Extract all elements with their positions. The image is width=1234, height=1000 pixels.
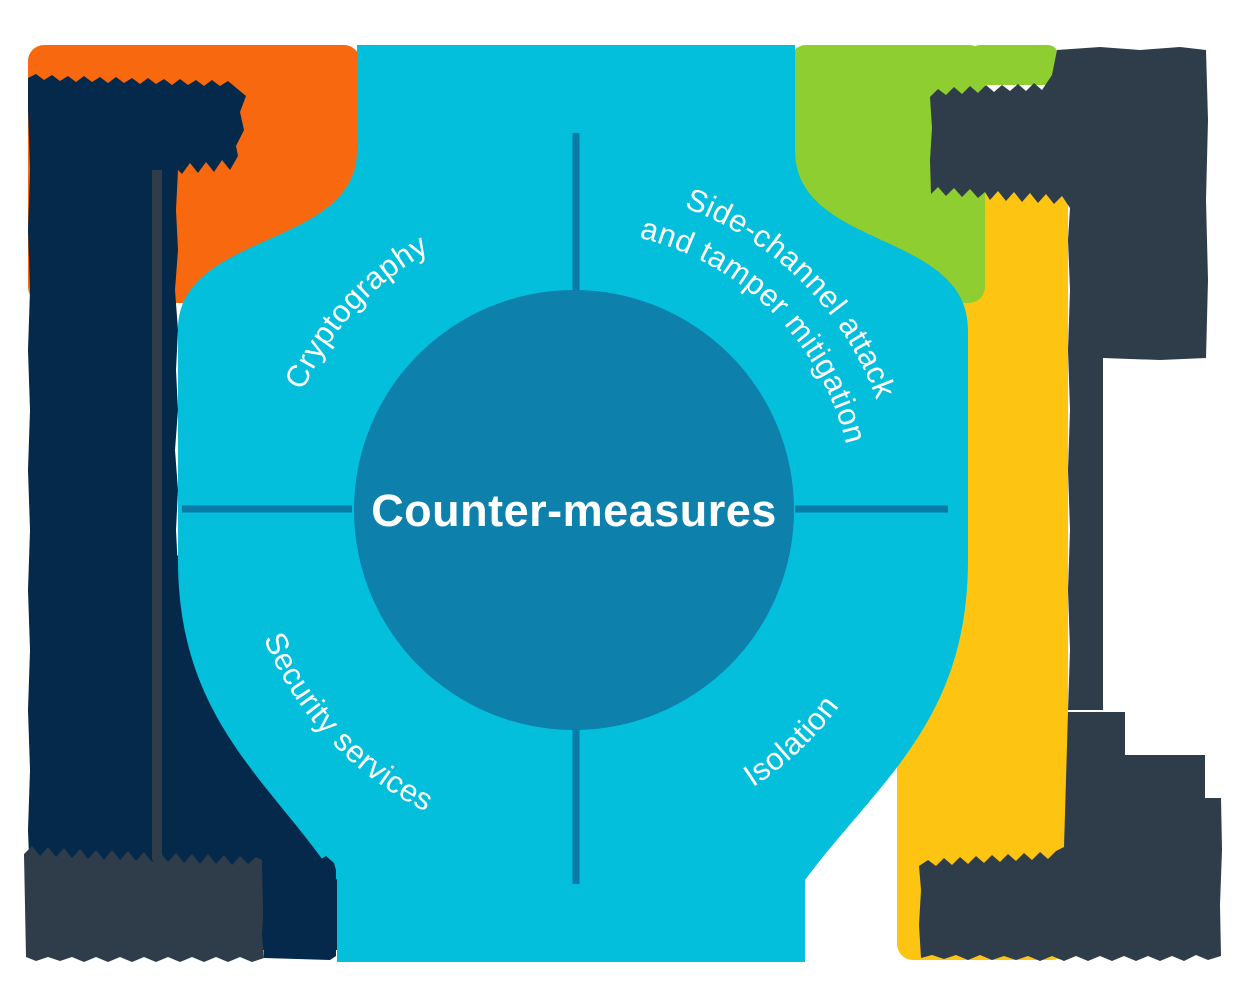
redacted-text-bottom-left	[24, 846, 264, 962]
center-label: Counter-measures	[371, 485, 777, 536]
redacted-text-top-left-column	[28, 74, 246, 884]
quadrant-dividers	[182, 133, 948, 884]
redacted-glyph-fragment	[1158, 758, 1198, 862]
redacted-text-top-right	[930, 47, 1208, 710]
corner-ribbon-top-right-extension	[970, 45, 1058, 85]
redacted-text-bottom-left-navy-part	[262, 853, 336, 960]
leader-line-left	[152, 170, 162, 860]
center-circle	[354, 290, 794, 730]
redacted-text-bottom-right	[919, 712, 1222, 961]
